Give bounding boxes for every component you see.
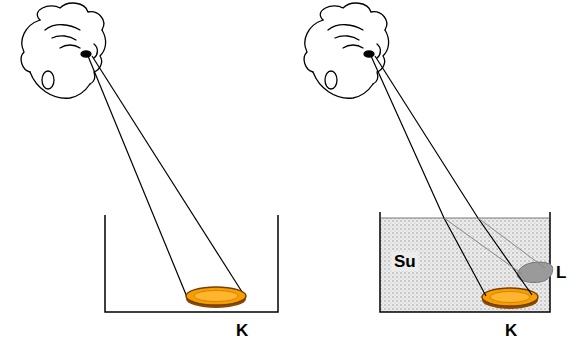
- sight-ray: [371, 56, 532, 296]
- part-label: Su: [392, 252, 418, 271]
- container: [380, 212, 550, 312]
- part-label: L: [556, 264, 566, 281]
- container: [105, 215, 278, 312]
- observer-head: [21, 3, 106, 98]
- apparent-ray: [444, 218, 545, 274]
- part-label: K: [236, 322, 248, 339]
- coin: [186, 287, 246, 308]
- observer-head: [304, 3, 389, 98]
- part-label: K: [505, 322, 517, 339]
- apparent-image: [517, 262, 552, 282]
- water-surface: [380, 218, 550, 219]
- sight-ray: [88, 56, 244, 297]
